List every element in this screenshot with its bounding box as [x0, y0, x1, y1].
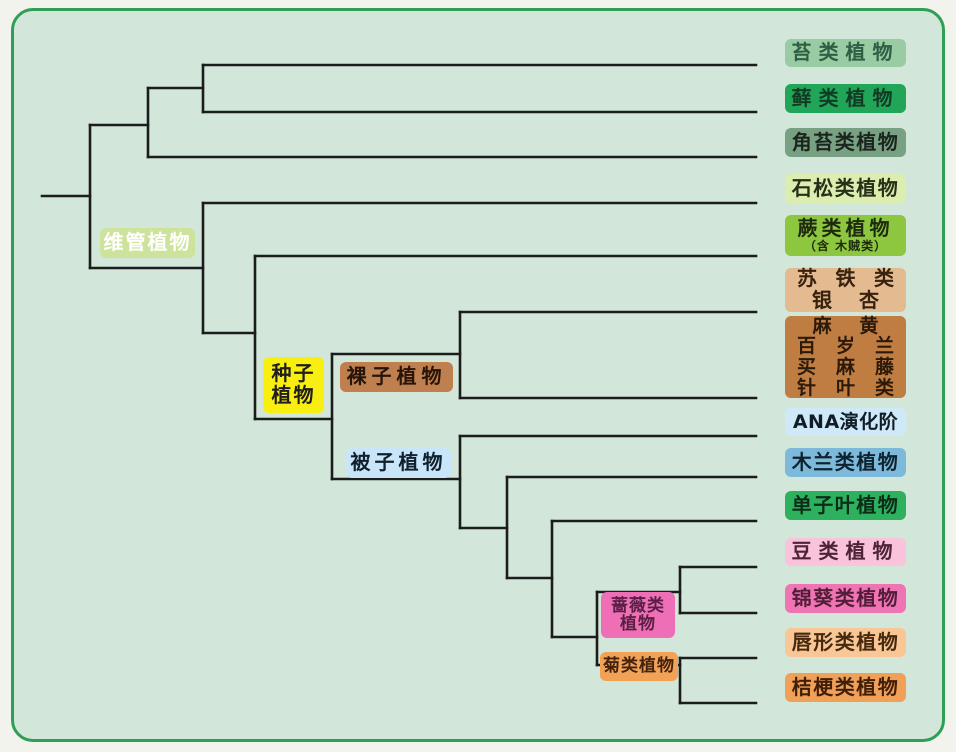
label-text: 菊类植物 — [603, 656, 675, 677]
label-text: 藓类植物 — [791, 85, 900, 110]
label-text: 麻黄 — [812, 314, 879, 337]
tip-label-lamiids: 唇形类植物 — [785, 628, 906, 657]
tip-label-hornworts: 角苔类植物 — [785, 128, 906, 157]
tip-label-campanulids: 桔梗类植物 — [785, 673, 906, 702]
label-text: 针叶类 — [797, 376, 894, 399]
label-text: 种子 — [271, 361, 316, 386]
tip-label-cycads-ginkgo: 苏铁类银杏 — [785, 268, 906, 312]
label-text: 维管植物 — [103, 230, 192, 255]
tip-label-monocots: 单子叶植物 — [785, 491, 906, 520]
label-text: 苏铁类 — [797, 266, 894, 291]
clade-label-asterids: 菊类植物 — [600, 652, 678, 681]
tip-label-lycophytes: 石松类植物 — [785, 174, 906, 203]
label-text: 百岁兰 — [797, 335, 894, 358]
label-text: 蔷薇类 — [611, 595, 665, 616]
label-text: 桔梗类植物 — [791, 674, 900, 699]
label-text: 锦葵类植物 — [791, 585, 900, 610]
label-text: 豆类植物 — [791, 539, 900, 564]
label-text: 单子叶植物 — [791, 492, 900, 517]
tip-label-malvids: 锦葵类植物 — [785, 584, 906, 613]
clade-label-angiosperms: 被子植物 — [346, 448, 451, 478]
label-text: 裸子植物 — [346, 364, 447, 389]
clade-label-vascular-plants: 维管植物 — [100, 228, 195, 258]
tip-label-fabids: 豆类植物 — [785, 538, 906, 566]
clade-label-gymnosperms: 裸子植物 — [340, 362, 453, 392]
tip-label-mosses: 藓类植物 — [785, 84, 906, 113]
clade-label-seed-plants: 种子植物 — [263, 357, 324, 413]
label-text: ANA演化阶 — [792, 410, 899, 433]
tip-label-liverworts: 苔类植物 — [785, 39, 906, 67]
label-text: 蕨类植物 — [797, 215, 894, 240]
label-text: （含 木贼类） — [803, 239, 888, 254]
label-text: 唇形类植物 — [791, 629, 900, 654]
label-text: 被子植物 — [350, 450, 447, 475]
label-text: 石松类植物 — [791, 175, 900, 200]
label-text: 植物 — [620, 614, 656, 634]
tip-label-magnoliids: 木兰类植物 — [785, 448, 906, 477]
label-text: 买麻藤 — [797, 356, 894, 378]
label-text: 银杏 — [812, 288, 879, 312]
label-text: 角苔类植物 — [791, 129, 900, 154]
tip-label-gnetales-conifers: 麻黄百岁兰买麻藤针叶类 — [785, 316, 906, 398]
label-text: 木兰类植物 — [791, 449, 900, 474]
clade-label-rosids: 蔷薇类植物 — [601, 592, 675, 638]
tip-label-ferns: 蕨类植物（含 木贼类） — [785, 215, 906, 256]
tip-label-ana-grade: ANA演化阶 — [785, 408, 906, 436]
label-text: 苔类植物 — [791, 40, 900, 65]
label-text: 植物 — [271, 383, 316, 407]
